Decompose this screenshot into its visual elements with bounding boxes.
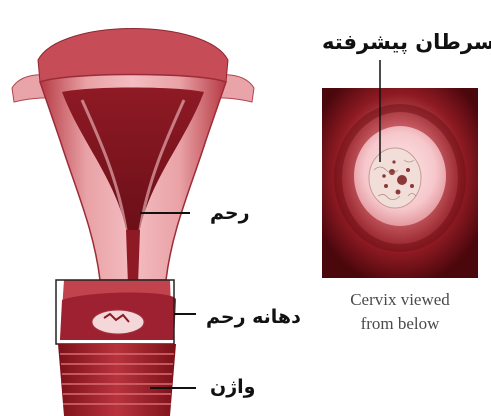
cervix-label: دهانه رحم bbox=[206, 306, 301, 328]
cervix-tumor bbox=[92, 310, 144, 334]
cervical-canal bbox=[126, 230, 140, 285]
cervix-illustration bbox=[56, 280, 176, 344]
uterus-label: رحم bbox=[210, 202, 250, 224]
uterus-illustration bbox=[12, 29, 254, 286]
vagina-label: واژن bbox=[210, 376, 255, 398]
inset-caption-line2: from below bbox=[322, 314, 478, 334]
advanced-cancer-label: سرطان پیشرفته bbox=[322, 30, 491, 54]
inset-caption-line1: Cervix viewed bbox=[322, 290, 478, 310]
cervix-inset-photo bbox=[322, 88, 478, 278]
vagina-illustration bbox=[58, 344, 176, 416]
